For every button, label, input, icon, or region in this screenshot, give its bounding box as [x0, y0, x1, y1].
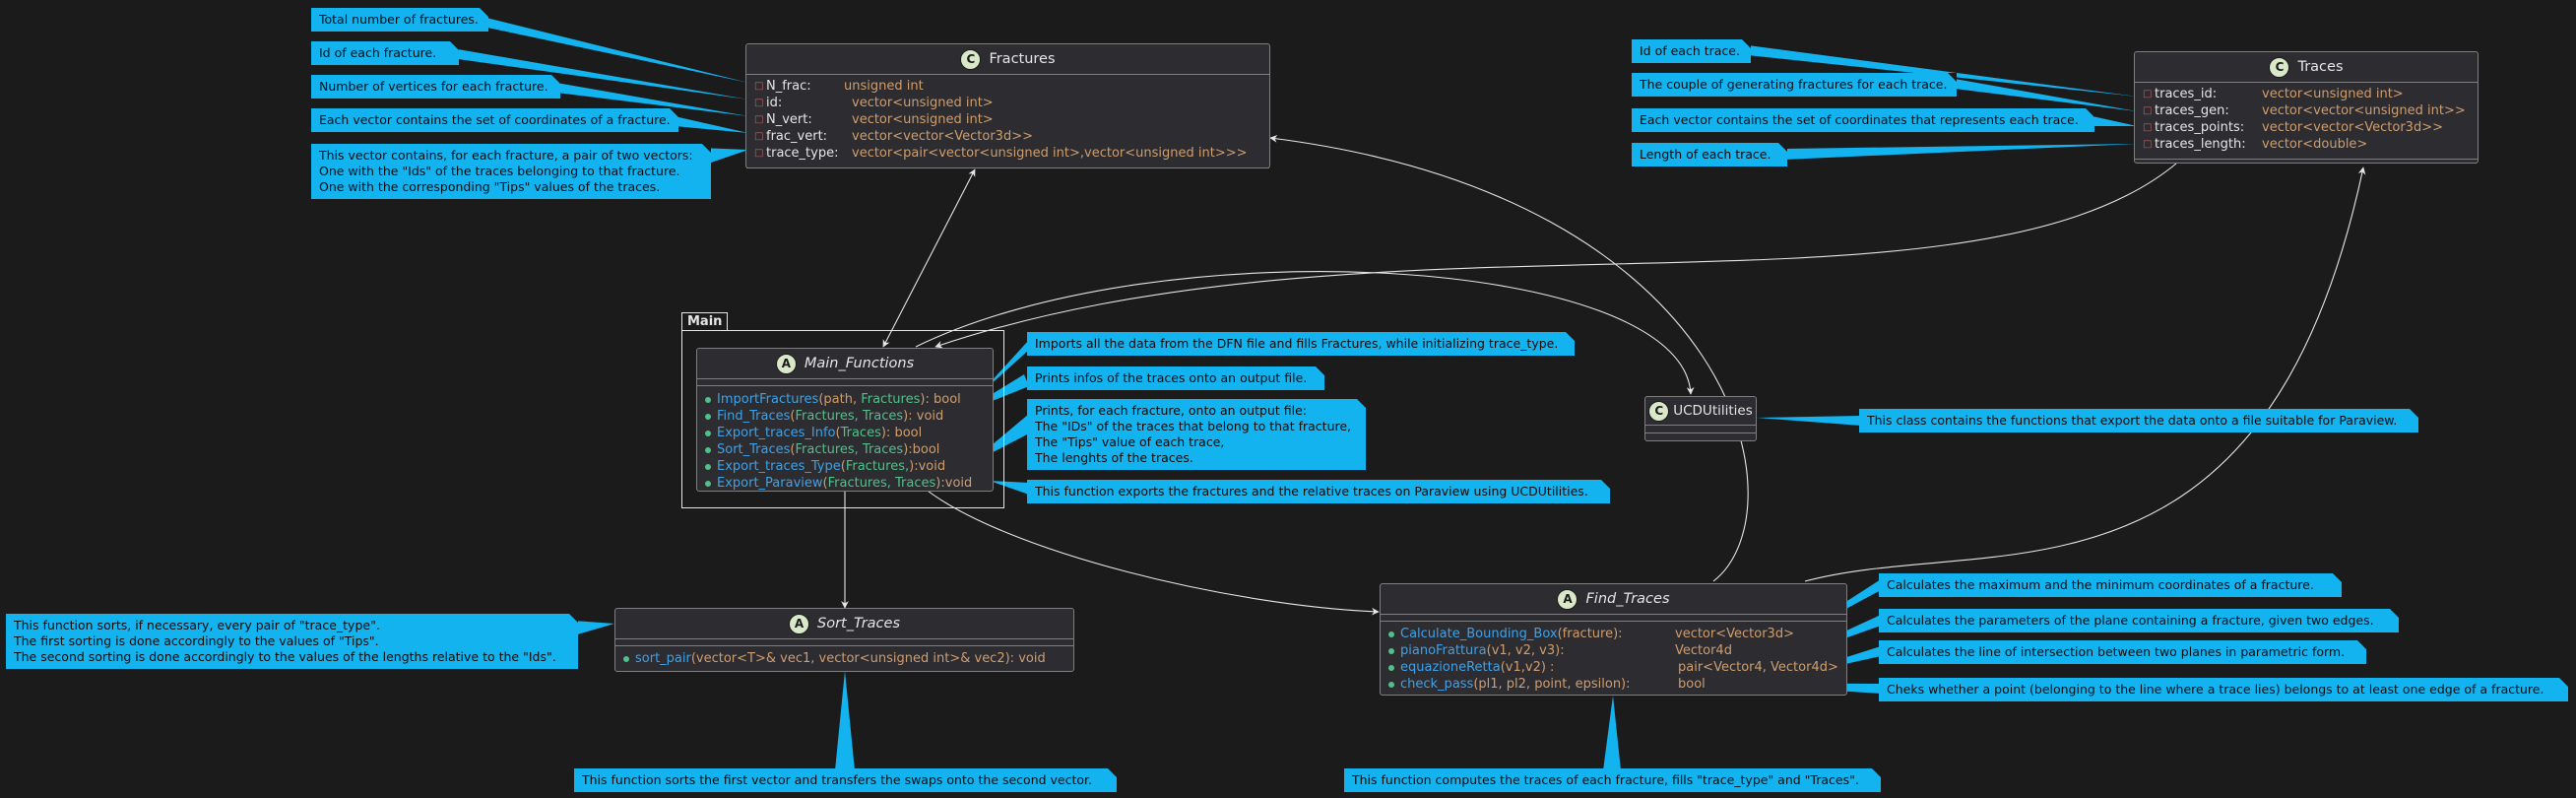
note-find-traces: This function computes the traces of eac…: [1344, 768, 1881, 792]
note-trace-type: This vector contains, for each fracture,…: [311, 144, 711, 199]
note-sort-traces: This function sorts, if necessary, every…: [6, 614, 578, 669]
attribute-row: □traces_id:vector<unsigned int>: [2143, 87, 2404, 101]
method-row: equazioneRetta(v1,v2) :pair<Vector4, Vec…: [1388, 659, 1838, 676]
note-vertices-count: Number of vertices for each fracture.: [311, 75, 560, 99]
note-piano-frattura: Calculates the parameters of the plane c…: [1879, 609, 2399, 632]
note-frac-vert: Each vector contains the set of coordina…: [311, 108, 678, 132]
method-row: Sort_Traces(Fractures, Traces):bool: [705, 441, 985, 458]
class-title: Main_Functions: [804, 356, 915, 371]
class-icon: C: [1648, 400, 1670, 422]
attribute-row: □trace_type:vector<pair<vector<unsigned …: [754, 146, 1248, 161]
class-icon: C: [2269, 56, 2290, 78]
class-title: UCDUtilities: [1673, 403, 1753, 419]
attribute-row: □id:vector<unsigned int>: [754, 96, 994, 110]
note-trace-id: Id of each trace.: [1632, 39, 1751, 63]
association-lines: [841, 135, 2366, 616]
abstract-icon: A: [775, 353, 797, 374]
note-ucdutilities: This class contains the functions that e…: [1859, 409, 2418, 432]
class-find-traces[interactable]: A Find_Traces Calculate_Bounding_Box(frac…: [1380, 583, 1847, 696]
note-equazione-retta: Calculates the line of intersection betw…: [1879, 640, 2366, 664]
note-import-fractures: Imports all the data from the DFN file a…: [1027, 332, 1575, 356]
attribute-row: □frac_vert:vector<vector<Vector3d>>: [754, 129, 1033, 144]
method-row: Export_traces_Type(Fractures,):void: [705, 458, 985, 475]
class-sort-traces[interactable]: A Sort_Traces sort_pair(vector<T>& vec1, …: [614, 608, 1074, 672]
attribute-row: □N_vert:vector<unsigned int>: [754, 112, 994, 127]
class-title: Traces: [2297, 59, 2344, 75]
abstract-icon: A: [789, 613, 809, 634]
note-sort-pair: This function sorts the first vector and…: [574, 768, 1117, 792]
attribute-row: □traces_points:vector<vector<Vector3d>>: [2143, 120, 2443, 135]
method-row: check_pass(pl1, pl2, point, epsilon):boo…: [1388, 676, 1838, 693]
method-row: Calculate_Bounding_Box(fracture):vector<…: [1388, 626, 1838, 642]
note-trace-gen: The couple of generating fractures for e…: [1632, 73, 1957, 97]
note-bounding-box: Calculates the maximum and the minimum c…: [1879, 573, 2342, 597]
attribute-row: □traces_length:vector<double>: [2143, 137, 2368, 152]
note-export-paraview: This function exports the fractures and …: [1027, 480, 1610, 503]
package-main: [681, 330, 1004, 508]
package-tab: Main: [681, 312, 729, 330]
class-title: Find_Traces: [1585, 591, 1670, 607]
abstract-icon: A: [1557, 588, 1578, 610]
method-row: Export_Paraview(Fractures, Traces):void: [705, 475, 985, 492]
note-export-info: Prints infos of the traces onto an outpu…: [1027, 366, 1324, 390]
note-trace-length: Length of each trace.: [1632, 143, 1787, 166]
class-title: Sort_Traces: [817, 616, 900, 632]
note-export-type: Prints, for each fracture, onto an outpu…: [1027, 399, 1366, 470]
note-trace-points: Each vector contains the set of coordina…: [1632, 108, 2094, 132]
class-fractures[interactable]: C Fractures □N_frac:unsigned int □id:vect…: [745, 43, 1270, 168]
note-pointers: [458, 17, 2137, 770]
method-row: sort_pair(vector<T>& vec1, vector<unsign…: [623, 650, 1065, 667]
note-check-pass: Cheks whether a point (belonging to the …: [1879, 678, 2568, 701]
method-row: pianoFrattura(v1, v2, v3):Vector4d: [1388, 642, 1838, 659]
note-total-fractures: Total number of fractures.: [311, 8, 488, 32]
method-row: Find_Traces(Fractures, Traces): void: [705, 408, 985, 425]
method-row: ImportFractures(path, Fractures): bool: [705, 391, 985, 408]
class-main-functions[interactable]: A Main_Functions ImportFractures(path, Fr…: [696, 348, 994, 492]
class-title: Fractures: [989, 51, 1056, 67]
attribute-row: □traces_gen:vector<vector<unsigned int>>: [2143, 103, 2466, 118]
method-row: Export_traces_Info(Traces): bool: [705, 425, 985, 441]
class-icon: C: [960, 48, 982, 70]
note-fracture-id: Id of each fracture.: [311, 41, 459, 65]
attribute-row: □N_frac:unsigned int: [754, 79, 924, 94]
